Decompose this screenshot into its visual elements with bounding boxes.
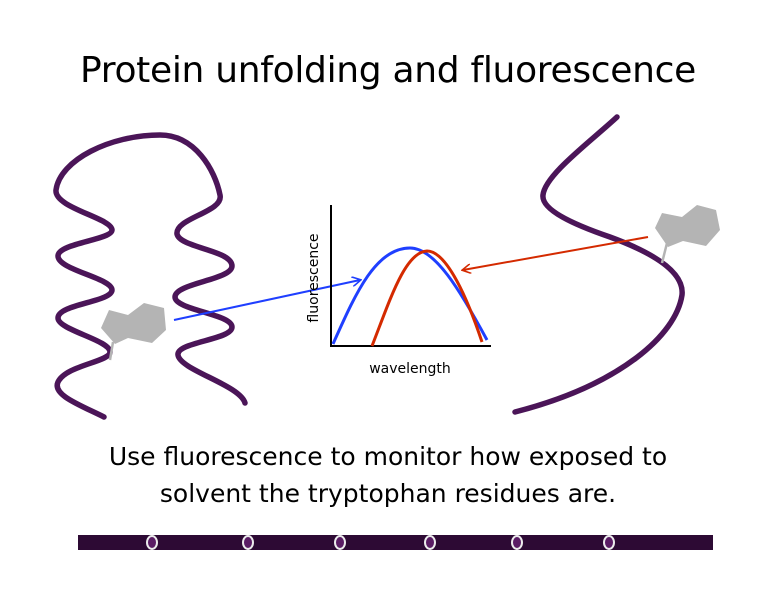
tryptophan-icon-exposed <box>655 205 720 264</box>
slide-caption: Use fluorescence to monitor how exposed … <box>60 438 716 512</box>
footer-dot-2 <box>242 535 254 550</box>
folded-arrow <box>173 280 360 321</box>
fluorescence-inset-chart: wavelength fluorescence <box>306 205 491 377</box>
footer-dot-6 <box>603 535 615 550</box>
folded-protein-strand <box>53 132 248 420</box>
slide-title: Protein unfolding and fluorescence <box>79 50 697 91</box>
caption-line-2: solvent the tryptophan residues are. <box>159 479 617 508</box>
footer-dot-1 <box>146 535 158 550</box>
unfolded-arrow <box>463 236 649 270</box>
footer-dot-4 <box>424 535 436 550</box>
y-axis-label: fluorescence <box>306 233 322 322</box>
footer-dot-5 <box>511 535 523 550</box>
footer-dot-3 <box>334 535 346 550</box>
footer-bar <box>78 535 713 550</box>
unfolded-emission-curve <box>370 249 484 347</box>
unfolded-protein-strand <box>512 114 685 415</box>
caption-line-1: Use fluorescence to monitor how exposed … <box>108 442 668 471</box>
tryptophan-icon-buried <box>101 303 166 361</box>
x-axis-label: wavelength <box>369 361 451 377</box>
folded-emission-curve <box>331 246 489 345</box>
